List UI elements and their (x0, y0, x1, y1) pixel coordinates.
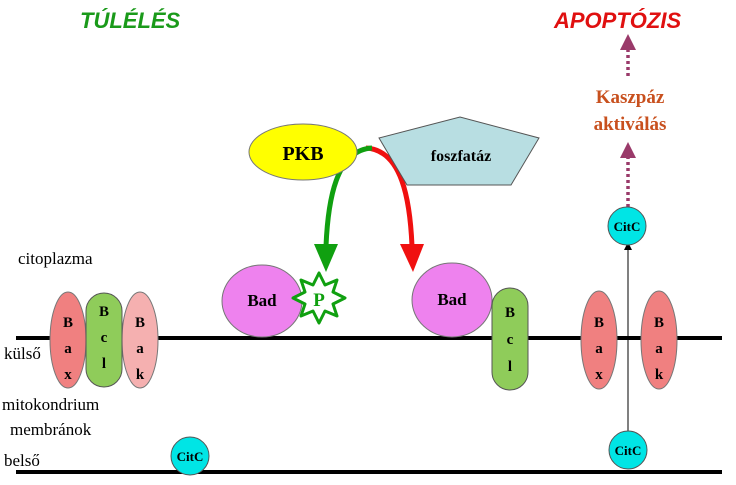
pkb-label: PKB (282, 143, 323, 165)
caspase-label-line1: Kaszpáz (596, 87, 665, 108)
bak-left-letter: a (136, 341, 144, 357)
bad-phosphorylated: Bad (221, 264, 303, 338)
dephosphorylation-arrow (365, 145, 424, 272)
inner-label: belső (4, 451, 40, 470)
bcl-left-letter: l (102, 356, 106, 372)
inner-membrane-line (16, 470, 722, 474)
membranes-label: membránok (10, 420, 92, 439)
bcl-right-letter: l (508, 359, 512, 375)
phosphorylation-arrow (314, 145, 373, 272)
bax-right: B a x (580, 290, 618, 390)
bak-right-letter: k (655, 367, 664, 383)
bax-left-letter: B (63, 315, 73, 331)
bax-left-letter: x (64, 367, 72, 383)
phosphate-star: P (291, 271, 347, 325)
bad-label-left: Bad (247, 291, 277, 310)
apoptosis-heading: APOPTÓZIS (553, 8, 681, 33)
caspase-label-line2: aktiválás (594, 114, 667, 135)
citc-released: CitC (607, 206, 647, 246)
outer-label: külső (4, 344, 41, 363)
citc-intermembrane-left: CitC (170, 436, 210, 476)
outer-membrane-line (16, 336, 722, 340)
cytoplasm-label: citoplazma (18, 249, 93, 268)
bcl-right-letter: c (507, 332, 514, 348)
phosphatase-label: foszfatáz (431, 148, 491, 165)
bad-unphosphorylated: Bad (411, 262, 493, 338)
citc-label: CitC (615, 443, 642, 458)
phosphate-label: P (313, 290, 325, 311)
bcl-left-letter: B (99, 304, 109, 320)
citc-label: CitC (177, 449, 204, 464)
bak-right: B a k (640, 290, 678, 390)
dotted-arrow-lower (620, 142, 636, 207)
dotted-arrow-upper (620, 34, 636, 76)
citc-intermembrane-right: CitC (608, 430, 648, 470)
citc-release-arrow (624, 242, 632, 436)
bak-right-letter: B (654, 315, 664, 331)
bcl-right: B c l (491, 287, 529, 391)
mitochondrium-label: mitokondrium (2, 395, 99, 414)
bak-left-letter: k (136, 367, 145, 383)
bad-label-right: Bad (437, 290, 467, 309)
bcl-right-letter: B (505, 305, 515, 321)
bax-right-letter: B (594, 315, 604, 331)
citc-label: CitC (614, 219, 641, 234)
bcl-left-letter: c (101, 330, 108, 346)
bak-right-letter: a (655, 341, 663, 357)
phosphatase-protein: foszfatáz (378, 116, 540, 186)
bcl-left: B c l (85, 292, 123, 388)
bax-left: B a x (49, 291, 87, 389)
bak-left: B a k (121, 291, 159, 389)
bax-right-letter: a (595, 341, 603, 357)
bak-left-letter: B (135, 315, 145, 331)
bax-left-letter: a (64, 341, 72, 357)
bax-right-letter: x (595, 367, 603, 383)
survival-heading: TÚLÉLÉS (80, 8, 181, 33)
pkb-protein: PKB (248, 123, 358, 181)
